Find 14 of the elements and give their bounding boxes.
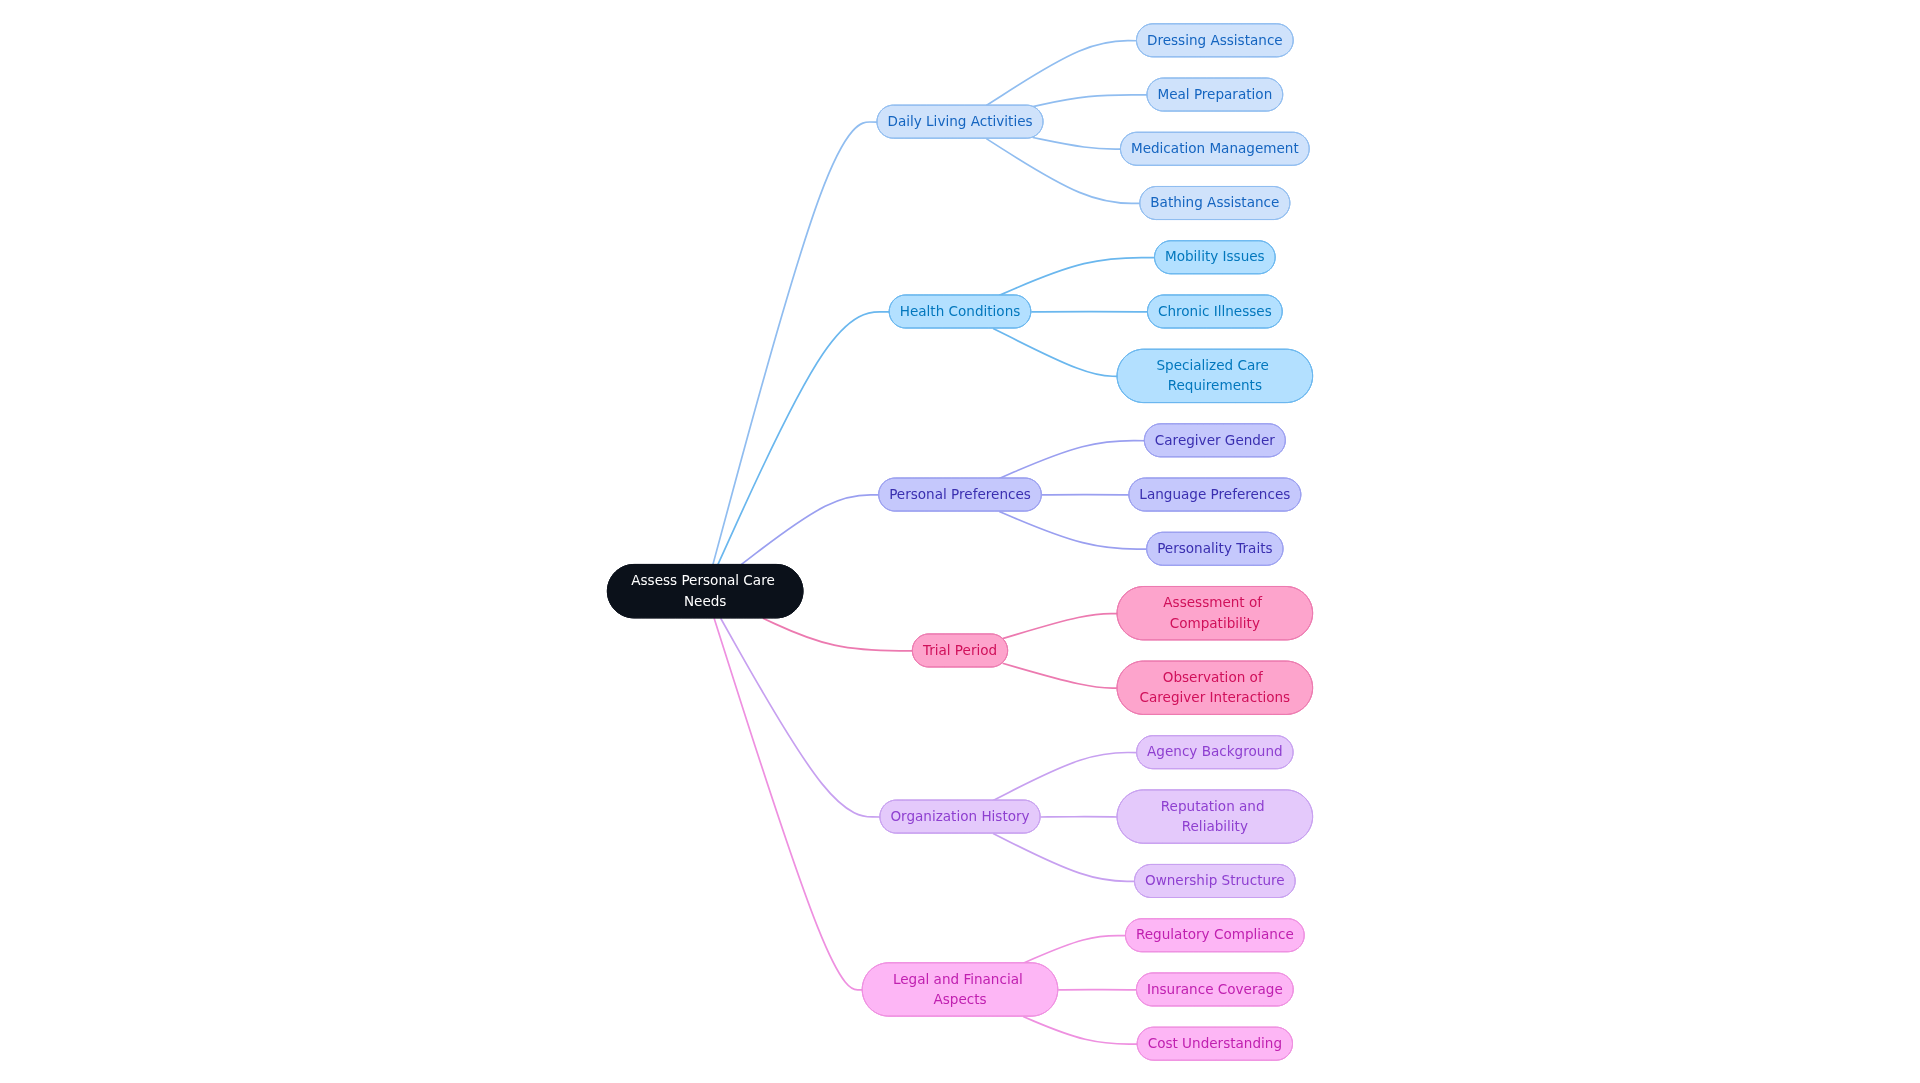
connector [992, 832, 1136, 882]
connector [1057, 988, 1138, 991]
connector [985, 137, 1142, 204]
connector [1032, 136, 1122, 150]
connector [762, 616, 914, 652]
connector [998, 510, 1148, 550]
connector [1040, 493, 1131, 496]
connector [1030, 310, 1149, 313]
connector [1022, 1015, 1139, 1045]
connector [1039, 815, 1119, 818]
connector [713, 616, 864, 991]
connector [992, 327, 1119, 377]
connector [985, 39, 1138, 106]
connector [1001, 661, 1119, 689]
